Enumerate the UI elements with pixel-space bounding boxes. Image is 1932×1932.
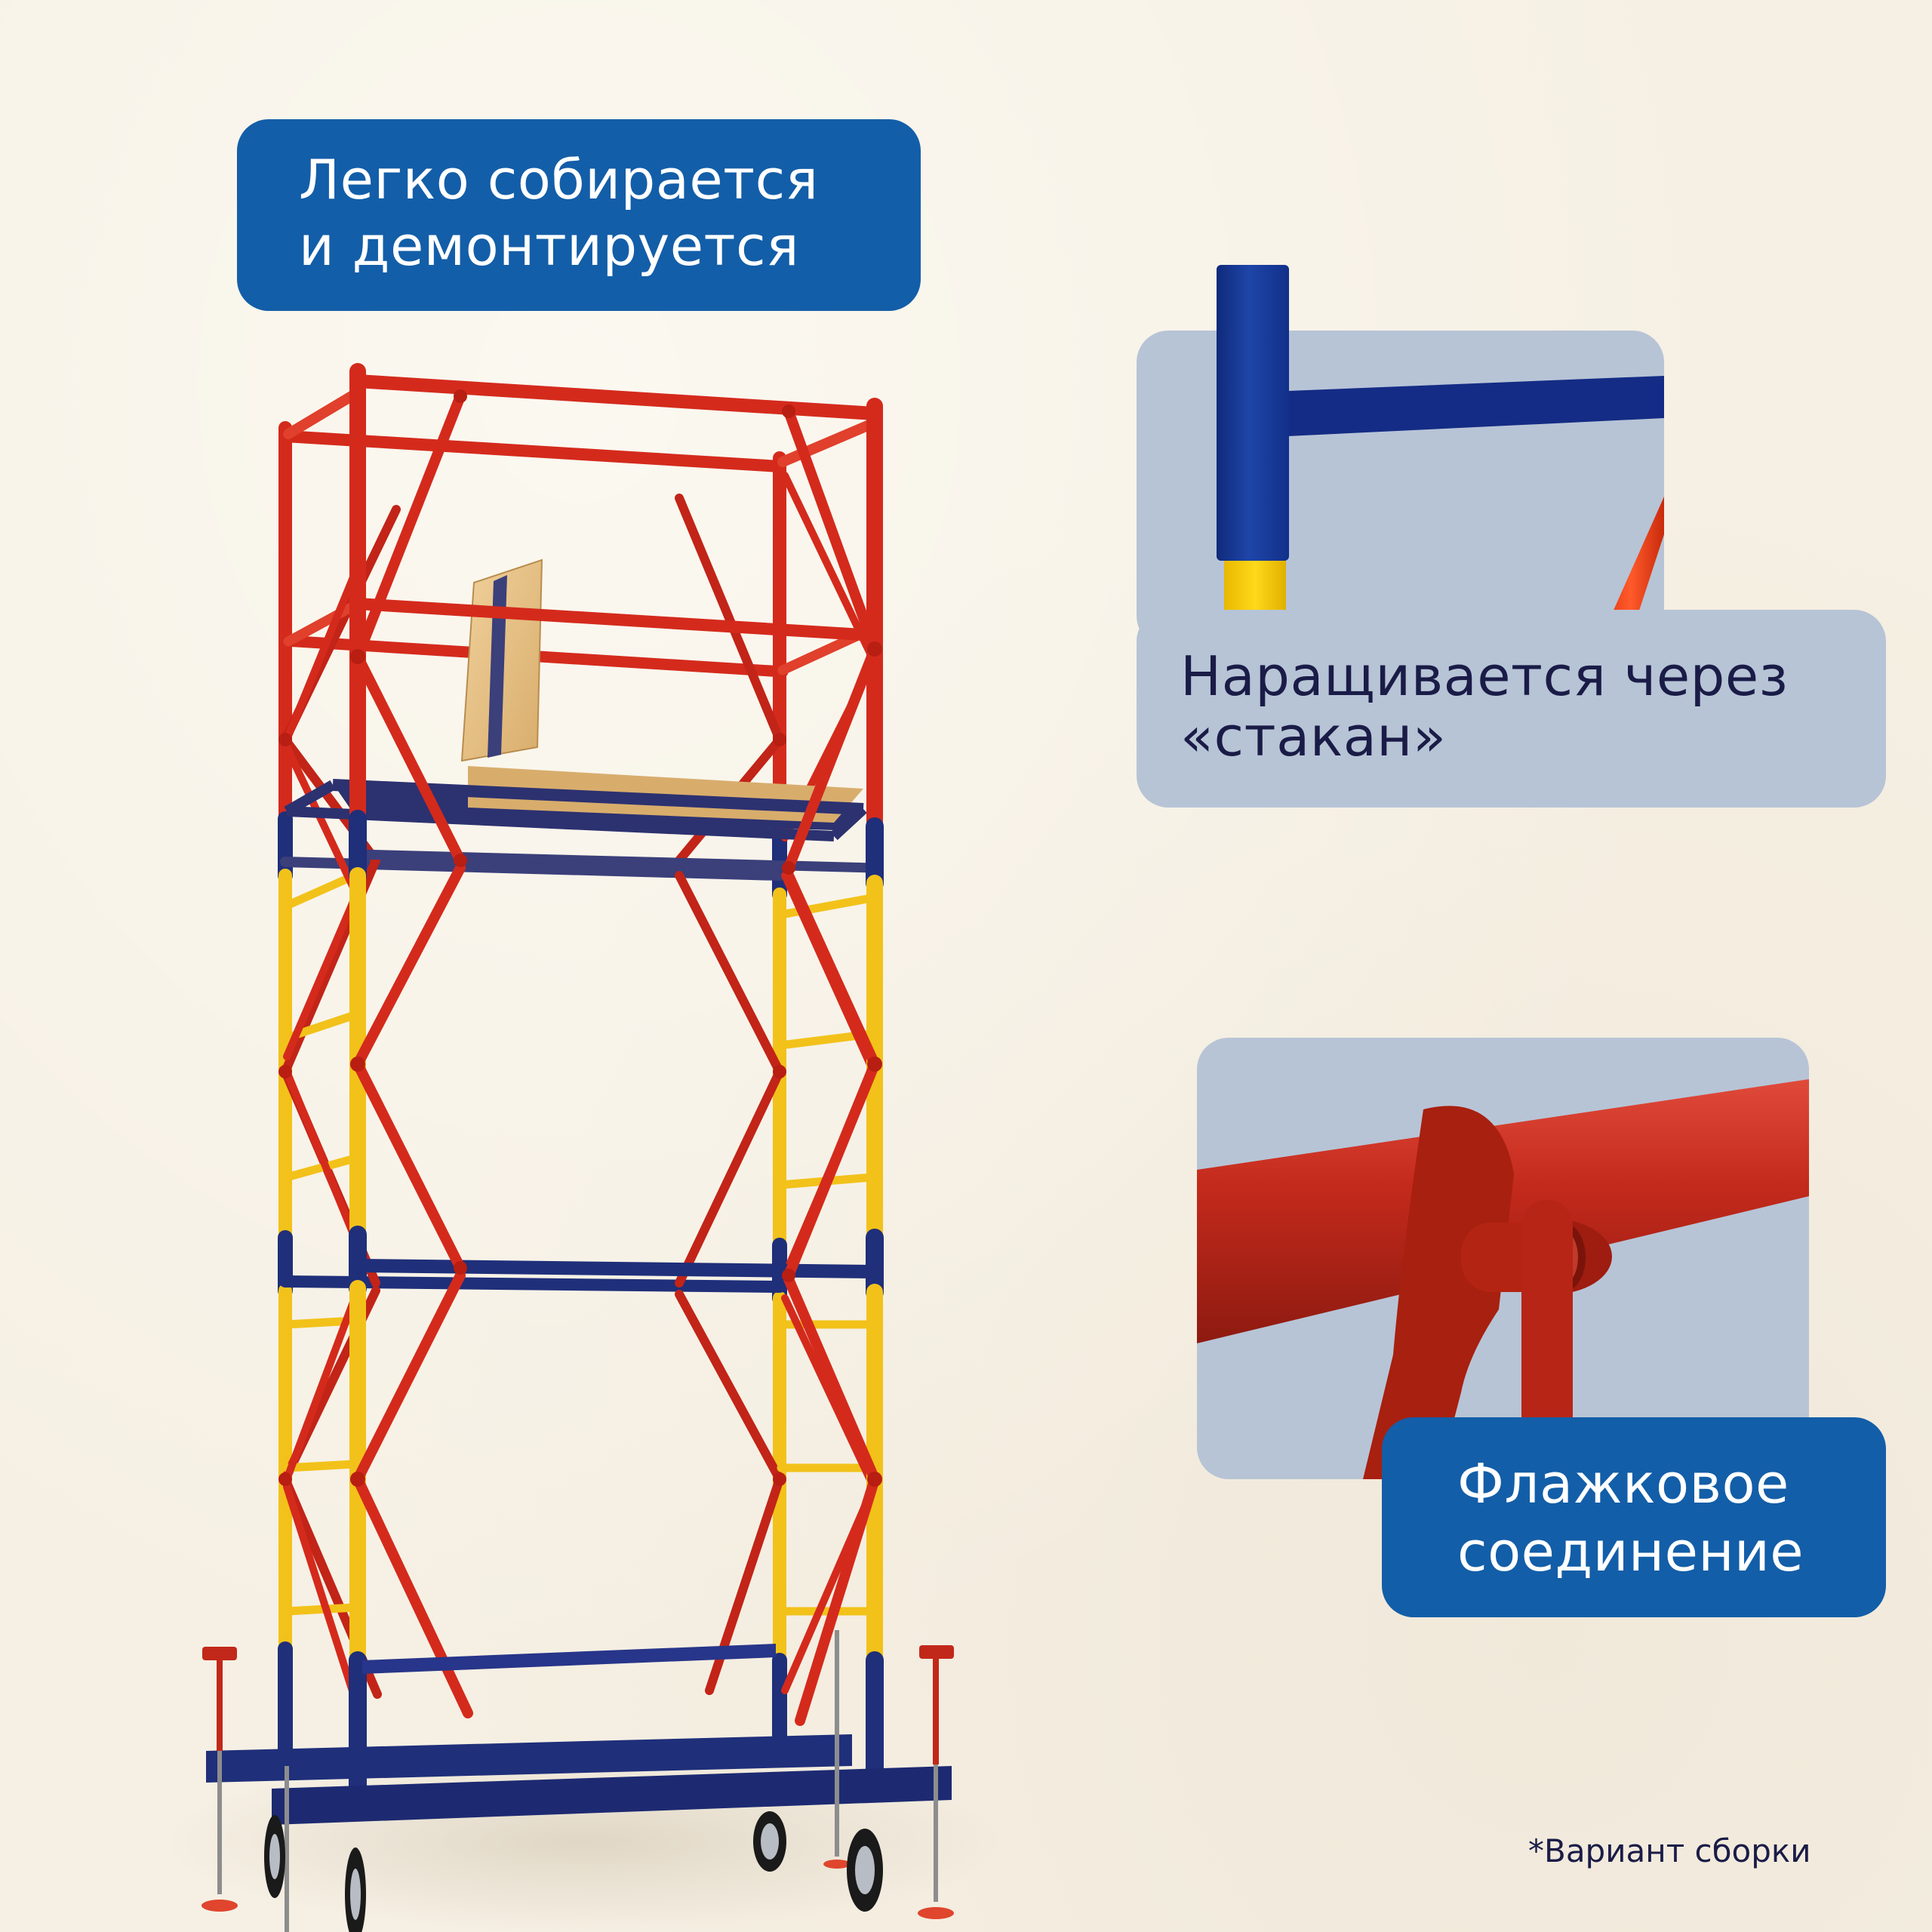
callout-flag-connection: Флажковое соединение xyxy=(1382,1417,1886,1617)
callout-easy-assembly-line-2: и демонтируется xyxy=(299,214,799,278)
socket-joint-closeup xyxy=(1224,376,1664,648)
assembly-variant-footnote: *Вариант сборки xyxy=(1528,1832,1811,1869)
callout-extension-line-1: Наращивается через xyxy=(1180,645,1789,708)
detail-image-flag-connection xyxy=(1197,1038,1809,1479)
callout-extension: Наращивается через «стакан» xyxy=(1137,610,1886,808)
flag-lock-closeup xyxy=(1197,1079,1809,1479)
callout-easy-assembly: Легко собирается и демонтируется xyxy=(237,119,921,311)
detail-image-socket-joint xyxy=(1137,331,1664,648)
callout-flag-connection-line-2: соединение xyxy=(1457,1520,1804,1583)
callout-easy-assembly-line-1: Легко собирается xyxy=(299,148,819,211)
callout-extension-line-2: «стакан» xyxy=(1180,705,1447,768)
callout-flag-connection-line-1: Флажковое xyxy=(1457,1452,1789,1515)
